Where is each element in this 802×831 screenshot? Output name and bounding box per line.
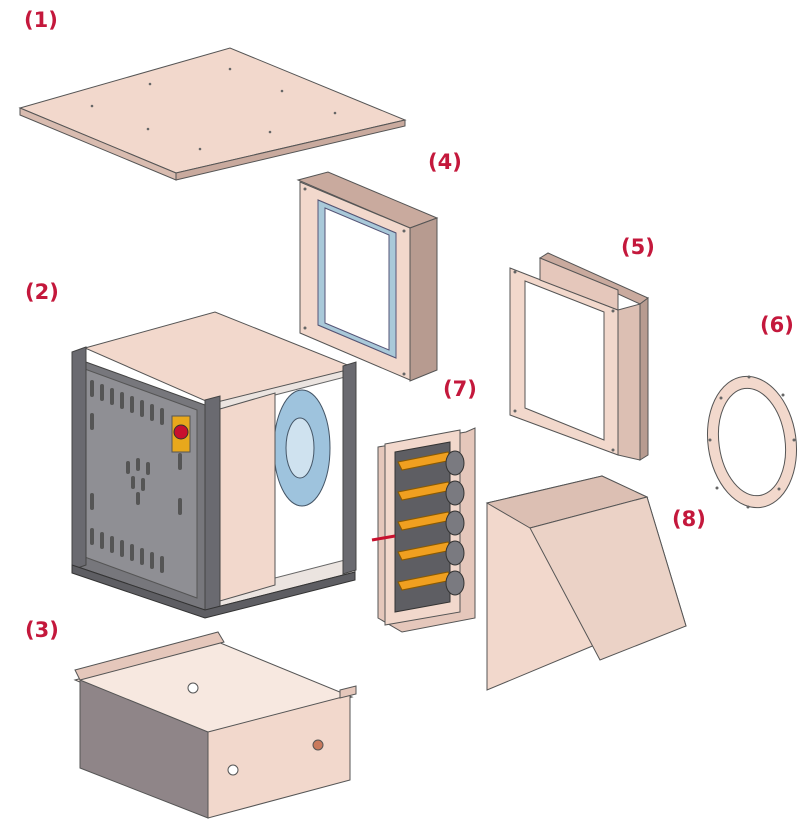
callout-7: (7) bbox=[443, 377, 477, 401]
part-8-weather-hood bbox=[485, 475, 687, 691]
callout-5: (5) bbox=[621, 235, 655, 259]
callout-6: (6) bbox=[760, 313, 794, 337]
part-3-base-tray bbox=[73, 631, 357, 819]
callout-4: (4) bbox=[428, 150, 462, 174]
part-1-roof-panel bbox=[18, 47, 407, 181]
part-5-flange-frame bbox=[509, 252, 649, 461]
part-2-fan-box bbox=[71, 311, 357, 619]
callout-2: (2) bbox=[25, 280, 59, 304]
callout-3: (3) bbox=[25, 618, 59, 642]
callout-1: (1) bbox=[24, 8, 58, 32]
part-7-backdraft-shutter bbox=[371, 427, 476, 633]
part-4-flexible-connector bbox=[296, 171, 439, 382]
callout-8: (8) bbox=[672, 507, 706, 531]
part-6-circular-flange bbox=[706, 375, 798, 509]
